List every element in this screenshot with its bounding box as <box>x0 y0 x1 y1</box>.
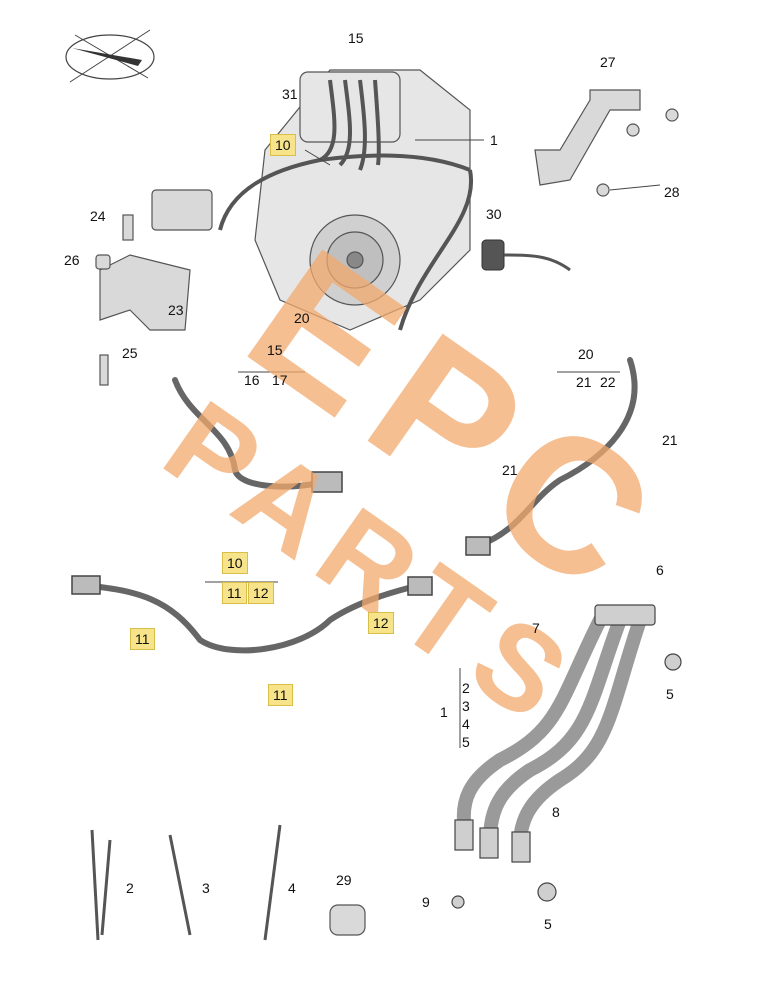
callout-11-left: 11 <box>130 628 155 650</box>
callout-1-bracket: 1 <box>440 704 448 720</box>
callout-22: 22 <box>600 374 616 390</box>
callout-5-bottom: 5 <box>544 916 552 932</box>
callout-23: 23 <box>168 302 184 318</box>
callout-8: 8 <box>552 804 560 820</box>
upper-harness <box>218 79 474 331</box>
callout-27: 27 <box>600 54 616 70</box>
callout-11-mid: 11 <box>222 582 247 604</box>
orientation-icon <box>65 29 155 83</box>
callout-21a: 21 <box>576 374 592 390</box>
harness-10 <box>71 575 433 654</box>
callout-20-engine: 20 <box>294 310 310 326</box>
callout-3-list: 3 <box>462 698 470 714</box>
callout-3-tie: 3 <box>202 880 210 896</box>
callout-11-bottom: 11 <box>268 684 293 706</box>
callout-2-tie: 2 <box>126 880 134 896</box>
harness-21 <box>465 357 638 556</box>
callout-1-top: 1 <box>490 132 498 148</box>
callout-10-top: 10 <box>270 134 296 156</box>
battery-cables <box>456 613 647 852</box>
cable-terminals <box>451 604 682 909</box>
cable-ties <box>90 824 366 941</box>
callout-9: 9 <box>422 894 430 910</box>
callout-5-list: 5 <box>462 734 470 750</box>
callout-16: 16 <box>244 372 260 388</box>
harness-16-17 <box>172 377 343 493</box>
callout-24: 24 <box>90 208 106 224</box>
callout-29: 29 <box>336 872 352 888</box>
callout-17: 17 <box>272 372 288 388</box>
callout-4-tie: 4 <box>288 880 296 896</box>
callout-4-list: 4 <box>462 716 470 732</box>
callout-5-top: 5 <box>666 686 674 702</box>
callout-15-mid: 15 <box>267 342 283 358</box>
sensor-30 <box>481 239 571 272</box>
callout-6: 6 <box>656 562 664 578</box>
callout-20-right: 20 <box>578 346 594 362</box>
engine-block <box>254 69 471 331</box>
callout-31: 31 <box>282 86 298 102</box>
bracket-27 <box>534 89 679 197</box>
callout-15-top: 15 <box>348 30 364 46</box>
callout-26: 26 <box>64 252 80 268</box>
callout-21c: 21 <box>502 462 518 478</box>
callout-7: 7 <box>532 620 540 636</box>
callout-12-mid: 12 <box>248 582 274 604</box>
callout-28: 28 <box>664 184 680 200</box>
callout-12-right: 12 <box>368 612 394 634</box>
left-bracket <box>95 189 213 386</box>
callout-21b: 21 <box>662 432 678 448</box>
callout-2-list: 2 <box>462 680 470 696</box>
callout-10-mid: 10 <box>222 552 248 574</box>
callout-30: 30 <box>486 206 502 222</box>
callout-25: 25 <box>122 345 138 361</box>
